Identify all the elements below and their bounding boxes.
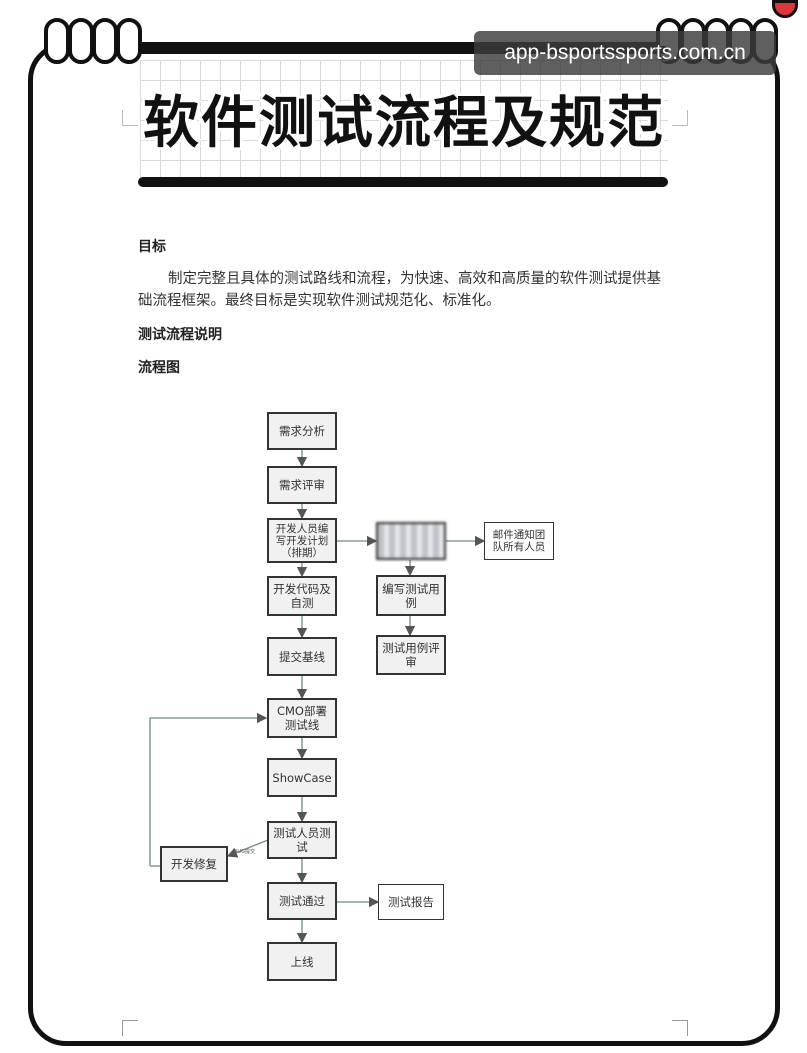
edge-label-bug: BUG提交: [234, 849, 255, 855]
flow-node-case-review: 测试用例评审: [376, 635, 446, 675]
flow-node-showcase: ShowCase: [267, 758, 337, 797]
process-heading: 测试流程说明: [138, 327, 222, 343]
flowchart-heading: 流程图: [138, 360, 180, 376]
flow-node-cmo-deploy: CMO部署测试线: [267, 698, 337, 738]
page-title: 软件测试流程及规范: [143, 91, 665, 156]
flow-node-obscured: [376, 522, 446, 560]
flow-node-req-review: 需求评审: [267, 466, 337, 504]
binder-ring: [116, 18, 142, 64]
corner-mark: [122, 110, 138, 126]
flow-node-email-notify: 邮件通知团队所有人员: [484, 522, 554, 560]
flow-node-test-pass: 测试通过: [267, 882, 337, 920]
corner-mark: [672, 1020, 688, 1036]
corner-mark: [122, 1020, 138, 1036]
goal-paragraph: 制定完整且具体的测试路线和流程，为快速、高效和高质量的软件测试提供基础流程框架。…: [138, 271, 661, 309]
corner-mark: [672, 110, 688, 126]
flow-node-dev-code: 开发代码及自测: [267, 576, 337, 616]
heart-decoration-icon: [772, 0, 798, 18]
flow-node-submit-baseline: 提交基线: [267, 637, 337, 676]
title-rule-top: [138, 46, 668, 54]
flow-node-tester-test: 测试人员测试: [267, 821, 337, 859]
flow-node-req-analysis: 需求分析: [267, 412, 337, 450]
title-rule-bottom: [138, 177, 668, 187]
title-grid-band: [140, 60, 668, 178]
goal-heading: 目标: [138, 239, 166, 255]
watermark: app-bsportssports.com.cn: [474, 31, 776, 75]
flow-node-release: 上线: [267, 942, 337, 981]
flow-node-dev-fix: 开发修复: [160, 846, 228, 882]
flow-node-dev-plan: 开发人员编写开发计划（排期）: [267, 518, 337, 563]
flow-node-write-cases: 编写测试用例: [376, 575, 446, 616]
flow-node-test-report: 测试报告: [378, 884, 444, 920]
